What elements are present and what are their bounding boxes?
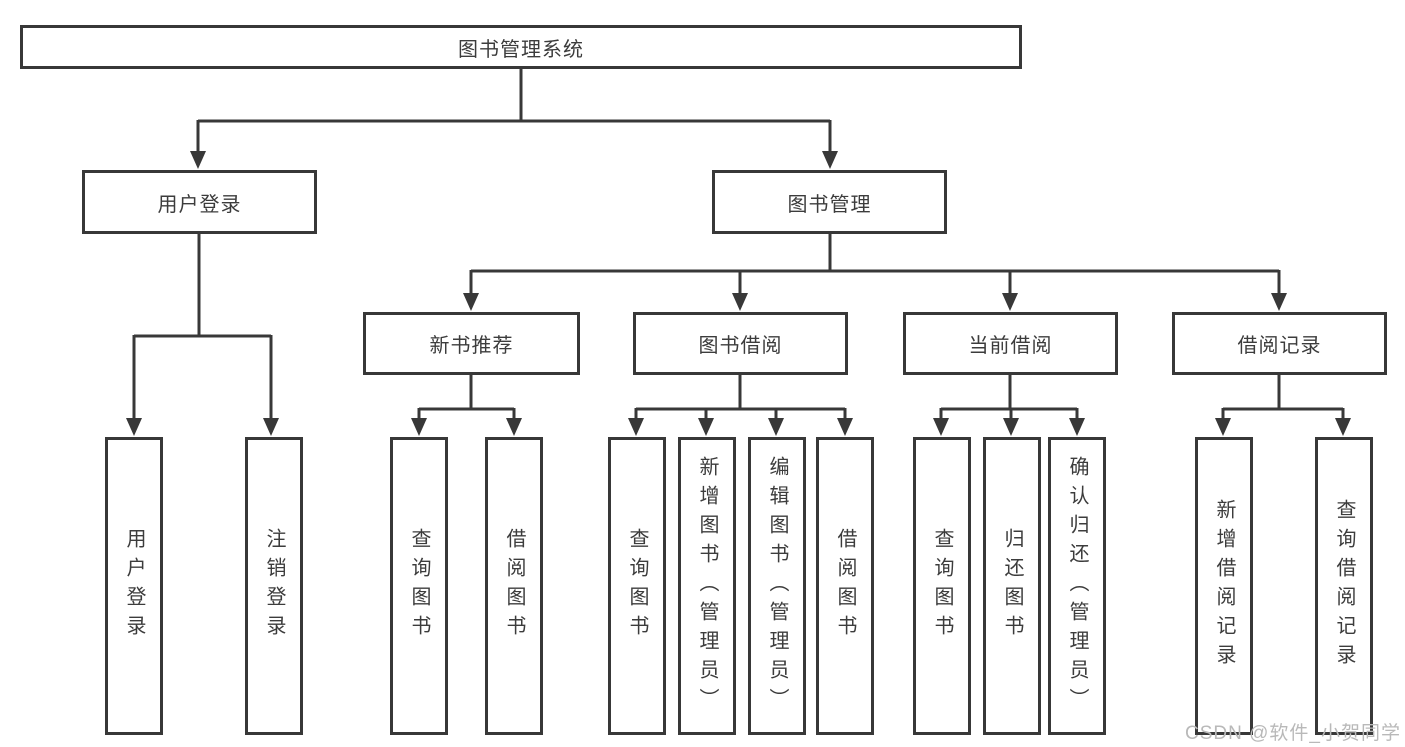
leaf-borrow-books-2: 借阅图书 [816, 437, 874, 735]
leaf-label: 查询图书 [626, 528, 648, 644]
leaf-user-login: 用户登录 [105, 437, 163, 735]
leaf-add-borrow-record: 新增借阅记录 [1195, 437, 1253, 735]
leaf-label: 编辑图书（管理员） [766, 455, 788, 717]
leaf-label: 新增借阅记录 [1213, 499, 1235, 673]
leaf-confirm-return-admin: 确认归还（管理员） [1048, 437, 1106, 735]
leaf-return-book: 归还图书 [983, 437, 1041, 735]
leaf-label: 查询图书 [408, 528, 430, 644]
leaf-label: 确认归还（管理员） [1066, 455, 1088, 717]
arrow-down-icon [126, 151, 1351, 436]
node-borrow-records: 借阅记录 [1172, 312, 1387, 375]
leaf-label: 查询借阅记录 [1333, 499, 1355, 673]
leaf-label: 注销登录 [263, 528, 285, 644]
leaf-label: 新增图书（管理员） [696, 455, 718, 717]
leaf-label: 用户登录 [123, 528, 145, 644]
leaf-add-book-admin: 新增图书（管理员） [678, 437, 736, 735]
node-new-book-recommend: 新书推荐 [363, 312, 580, 375]
leaf-logout: 注销登录 [245, 437, 303, 735]
node-book-management: 图书管理 [712, 170, 947, 234]
leaf-borrow-books-1: 借阅图书 [485, 437, 543, 735]
node-book-borrow: 图书借阅 [633, 312, 848, 375]
leaf-edit-book-admin: 编辑图书（管理员） [748, 437, 806, 735]
leaf-label: 借阅图书 [834, 528, 856, 644]
leaf-query-books-2: 查询图书 [608, 437, 666, 735]
leaf-query-books-1: 查询图书 [390, 437, 448, 735]
node-current-borrow: 当前借阅 [903, 312, 1118, 375]
leaf-query-books-3: 查询图书 [913, 437, 971, 735]
csdn-watermark: CSDN @软件_小贺同学 [1185, 723, 1401, 744]
leaf-label: 借阅图书 [503, 528, 525, 644]
leaf-label: 查询图书 [931, 528, 953, 644]
tree-edges [132, 68, 1345, 420]
leaf-query-borrow-record: 查询借阅记录 [1315, 437, 1373, 735]
node-root: 图书管理系统 [20, 25, 1022, 69]
node-user-login: 用户登录 [82, 170, 317, 234]
leaf-label: 归还图书 [1001, 528, 1023, 644]
